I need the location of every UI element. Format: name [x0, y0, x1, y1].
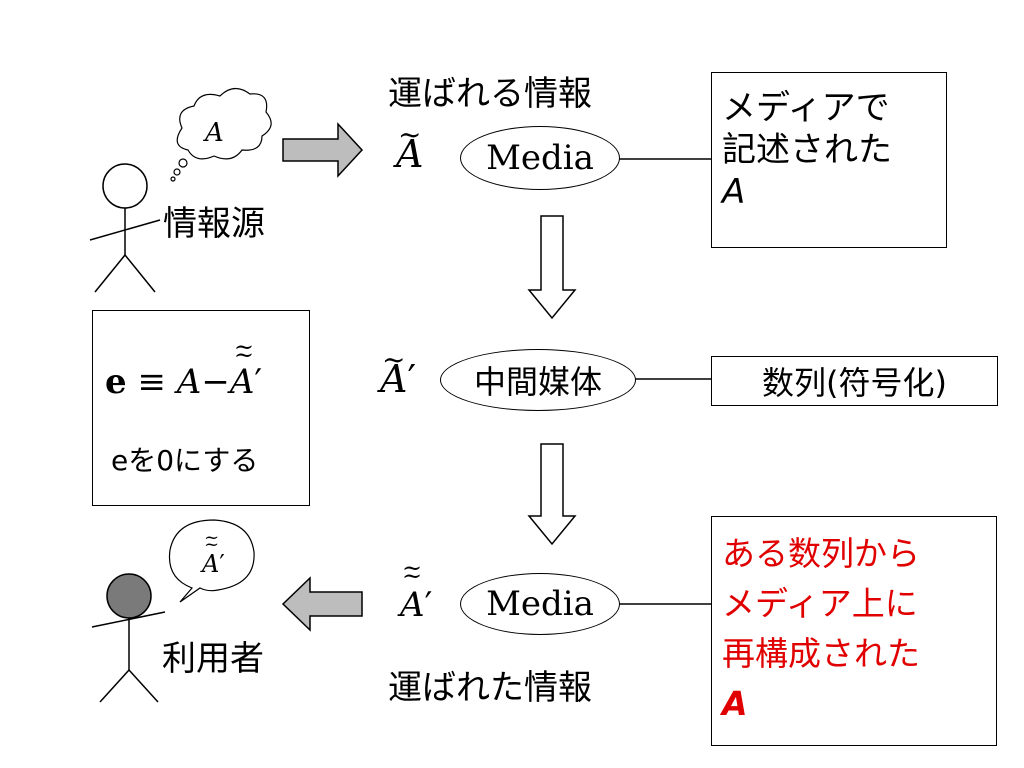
symbol-a: A	[400, 585, 425, 625]
media-label: Media	[486, 584, 594, 624]
arrow-right-icon	[282, 122, 364, 178]
desc-line: A	[722, 172, 746, 212]
media-ellipse-top: Media	[460, 126, 620, 190]
user-thought-text: ~~ A′	[202, 527, 225, 578]
minus-symbol: −	[201, 362, 230, 402]
error-symbol: e	[105, 362, 127, 402]
source-thought-cloud	[170, 87, 272, 182]
desc-line: A	[722, 684, 748, 723]
desc-line: 記述された	[722, 130, 892, 170]
a-double-tilde-symbol: A	[229, 362, 255, 402]
media-label: Media	[486, 138, 594, 178]
prime-symbol: ′	[219, 550, 225, 578]
media-description-box: メディアで 記述された A	[711, 72, 947, 248]
double-tilde-a-prime-symbol: ~~ A′	[400, 554, 433, 625]
arrow-down-icon	[527, 443, 577, 546]
media-ellipse-bottom: Media	[460, 573, 620, 635]
user-label: 利用者	[162, 639, 264, 679]
symbol-a: A	[396, 132, 424, 176]
error-caption: eを0にする	[111, 444, 259, 477]
equiv-symbol: ≡	[137, 362, 166, 402]
symbol-a: A	[202, 550, 220, 578]
tilde-a-prime-symbol: ~ A′	[380, 343, 417, 401]
tilde-a-symbol: ~ A	[396, 118, 424, 176]
error-box: e ≡ A−~~A′ eを0にする	[92, 310, 310, 506]
intermediate-media-ellipse: 中間媒体	[440, 349, 636, 411]
symbol-a: A	[380, 357, 408, 401]
error-equation: e ≡ A−~~A′	[105, 333, 263, 402]
carried-result-label: 運ばれた情報	[388, 668, 592, 708]
a-symbol: A	[176, 362, 202, 402]
carried-info-label: 運ばれる情報	[388, 74, 592, 114]
reconstruction-box: ある数列から メディア上に 再構成された A	[711, 516, 997, 746]
intermediate-media-label: 中間媒体	[473, 363, 602, 401]
desc-line: メディアで	[722, 88, 890, 128]
desc-line: 再構成された	[722, 634, 920, 673]
source-figure	[89, 163, 161, 293]
user-figure	[91, 573, 166, 703]
sequence-label: 数列(符号化)	[762, 364, 947, 402]
sequence-box: 数列(符号化)	[711, 356, 998, 406]
arrow-down-icon	[527, 215, 577, 320]
desc-line: メディア上に	[722, 584, 918, 623]
user-speech-bubble	[168, 519, 255, 603]
source-label: 情報源	[163, 204, 265, 244]
prime-symbol: ′	[254, 362, 263, 402]
arrow-left-icon	[281, 576, 363, 632]
source-thought-text: A	[205, 118, 224, 148]
desc-line: ある数列から	[722, 534, 920, 573]
